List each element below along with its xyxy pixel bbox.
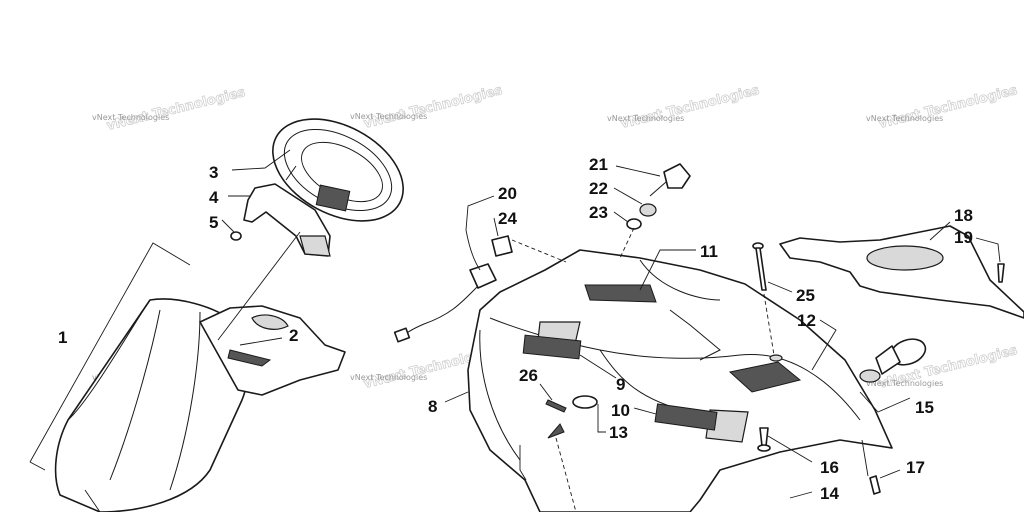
callout-4: 4 bbox=[209, 188, 219, 207]
part-screw-17 bbox=[861, 439, 901, 495]
svg-text:vNext Technologies: vNext Technologies bbox=[607, 114, 684, 123]
part-pin-26 bbox=[539, 383, 577, 512]
callout-26: 26 bbox=[519, 366, 538, 385]
part-14 bbox=[789, 491, 813, 499]
watermark: vNext Technologies vNext Technologies bbox=[92, 84, 248, 134]
svg-text:vNext Technologies: vNext Technologies bbox=[877, 83, 1019, 132]
callout-17: 17 bbox=[906, 458, 925, 477]
part-screw bbox=[221, 219, 242, 241]
part-ignition-switch bbox=[859, 338, 927, 413]
callout-10: 10 bbox=[611, 401, 630, 420]
part-key-21 bbox=[615, 163, 691, 197]
part-nut-23 bbox=[613, 211, 642, 259]
callout-9: 9 bbox=[616, 375, 625, 394]
part-windshield bbox=[29, 242, 250, 512]
svg-text:vNext Technologies: vNext Technologies bbox=[362, 83, 504, 132]
svg-text:vNext Technologies: vNext Technologies bbox=[866, 379, 943, 388]
part-grommet-24 bbox=[491, 217, 567, 263]
part-decal-12 bbox=[728, 319, 837, 393]
watermark: vNext Technologies vNext Technologies bbox=[350, 82, 505, 132]
svg-text:vNext Technologies: vNext Technologies bbox=[92, 113, 169, 122]
watermark: vNext Technologies vNext Technologies bbox=[866, 82, 1020, 132]
callout-20: 20 bbox=[498, 184, 517, 203]
callout-5: 5 bbox=[209, 213, 218, 232]
callout-23: 23 bbox=[589, 203, 608, 222]
callout-13: 13 bbox=[609, 423, 628, 442]
callout-18: 18 bbox=[954, 206, 973, 225]
callout-24: 24 bbox=[498, 209, 517, 228]
callout-1: 1 bbox=[58, 328, 67, 347]
svg-text:vNext Technologies: vNext Technologies bbox=[105, 85, 247, 134]
callout-22: 22 bbox=[589, 179, 608, 198]
part-housing bbox=[231, 118, 404, 222]
callout-16: 16 bbox=[820, 458, 839, 477]
svg-text:vNext Technologies: vNext Technologies bbox=[350, 373, 427, 382]
callout-2: 2 bbox=[289, 326, 298, 345]
part-decal-10 bbox=[633, 403, 718, 431]
callout-12: 12 bbox=[797, 311, 816, 330]
part-bolt-25 bbox=[752, 242, 793, 362]
part-wire-harness bbox=[393, 195, 497, 343]
svg-text:vNext Technologies: vNext Technologies bbox=[619, 83, 761, 132]
part-decal-11 bbox=[584, 249, 696, 303]
svg-text:vNext Technologies: vNext Technologies bbox=[866, 114, 943, 123]
callout-11: 11 bbox=[700, 242, 718, 261]
watermark: vNext Technologies vNext Technologies bbox=[607, 82, 762, 132]
part-bracket bbox=[217, 183, 331, 341]
part-screw-19 bbox=[975, 237, 1005, 283]
svg-text:vNext Technologies: vNext Technologies bbox=[350, 112, 427, 121]
callout-21: 21 bbox=[589, 155, 608, 174]
callout-15: 15 bbox=[915, 398, 934, 417]
part-washer-13 bbox=[572, 395, 606, 433]
part-dash-cover bbox=[199, 305, 346, 396]
part-decal-9 bbox=[522, 334, 617, 379]
part-screw-16 bbox=[757, 427, 813, 463]
part-washer-22 bbox=[613, 187, 657, 217]
callout-25: 25 bbox=[796, 286, 815, 305]
callout-labels: 1 2 3 4 5 8 9 10 11 12 13 14 15 16 17 18… bbox=[58, 155, 973, 503]
callout-8: 8 bbox=[428, 397, 437, 416]
part-side-cover bbox=[779, 221, 1024, 319]
callout-3: 3 bbox=[209, 163, 218, 182]
callout-14: 14 bbox=[820, 484, 839, 503]
callout-19: 19 bbox=[954, 228, 973, 247]
